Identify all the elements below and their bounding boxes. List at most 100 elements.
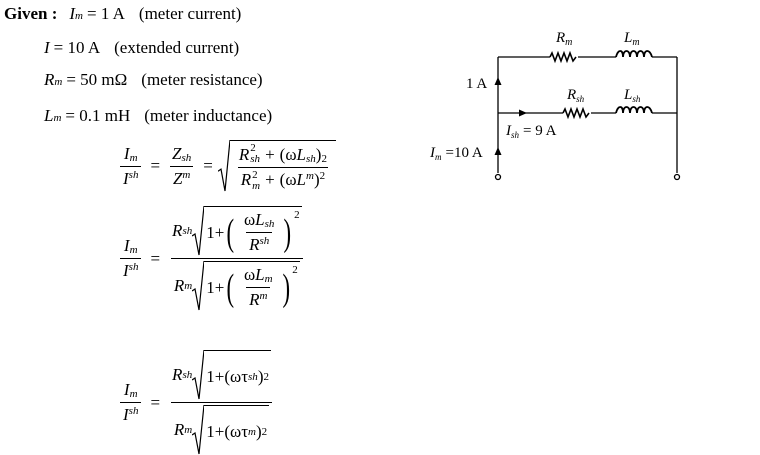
symbol: I: [123, 143, 130, 163]
plus: +: [265, 170, 275, 189]
paren: (: [226, 266, 235, 309]
exponent: 2: [321, 153, 327, 165]
given-line-2: I = 10 A (extended current): [44, 38, 239, 58]
subscript: m: [184, 424, 193, 436]
exponent: 2: [319, 170, 326, 182]
symbol: I: [123, 380, 130, 399]
label-total-current: Im=10 A: [429, 145, 483, 162]
subscript: sh: [264, 218, 275, 230]
symbol: Z: [172, 168, 183, 188]
symbol: I: [123, 405, 129, 424]
exponent: 2: [294, 209, 300, 221]
symbol: Z: [172, 143, 182, 163]
label-rm: Rm: [555, 30, 572, 48]
symbol: I: [69, 4, 76, 23]
subscript: m: [259, 290, 268, 302]
symbol: L: [255, 210, 265, 229]
note: (extended current): [114, 38, 240, 57]
subscript: m: [184, 280, 193, 292]
subscript: sh: [182, 369, 193, 381]
label-meter-current: 1 A: [466, 76, 487, 92]
arrow-right-icon: [519, 109, 527, 117]
inductor-lsh: [615, 106, 653, 114]
omega: ω: [229, 421, 242, 441]
value: = 10 A: [53, 38, 101, 57]
tau: τ: [241, 421, 249, 441]
omega: ω: [229, 366, 242, 386]
subscript: m: [248, 425, 256, 438]
radical-icon: [217, 140, 230, 192]
equals: =: [150, 156, 161, 175]
label-lsh: Lsh: [623, 87, 641, 104]
value: = 0.1 mH: [65, 106, 131, 125]
radical-icon: [192, 350, 205, 400]
label-rsh: Rsh: [566, 87, 585, 104]
symbol: L: [296, 170, 306, 189]
equals: =: [203, 156, 213, 175]
subscript: sh: [128, 168, 139, 181]
symbol: R: [240, 170, 252, 189]
exponent: 2: [292, 264, 298, 276]
paren: (: [224, 366, 230, 386]
omega: ω: [243, 210, 256, 229]
one-plus: 1+: [206, 366, 225, 386]
subscript: sh: [181, 151, 192, 164]
symbol: I: [123, 236, 130, 255]
radical-icon: [192, 261, 205, 311]
exponent: 2: [261, 425, 268, 438]
circuit-diagram: Rm Lm Rsh Lsh 1 A Ish= 9 A Im=10 A: [429, 30, 681, 181]
subscript: m: [129, 151, 138, 164]
symbol: I: [123, 261, 129, 280]
symbol: I: [44, 38, 50, 57]
tau: τ: [241, 366, 249, 386]
paren: (: [279, 170, 286, 189]
symbol: R: [173, 420, 185, 439]
symbol: L: [296, 145, 306, 164]
note: (meter current): [138, 4, 242, 23]
subscript: sh: [182, 225, 193, 237]
symbol: I: [123, 168, 129, 188]
label-shunt-current: Ish= 9 A: [505, 123, 557, 140]
resistor-rsh: [562, 106, 590, 120]
paren: ): [315, 145, 322, 164]
subscript: m: [129, 244, 138, 256]
note: (meter inductance): [144, 106, 273, 125]
symbol: R: [172, 221, 183, 240]
subscript: sh: [250, 153, 261, 165]
exponent: 2: [252, 169, 258, 181]
one-plus: 1+: [206, 222, 225, 242]
symbol: L: [255, 265, 265, 284]
resistor-rm: [549, 50, 577, 64]
arrow-up-icon: [494, 147, 502, 155]
note: (meter resistance): [141, 70, 263, 89]
paren: ): [257, 366, 264, 386]
paren: ): [313, 170, 320, 189]
subscript: m: [129, 388, 138, 400]
terminal-right: [673, 173, 681, 181]
inductor-lm: [615, 50, 653, 58]
given-label: Given :: [4, 4, 58, 23]
exponent: 2: [263, 370, 269, 383]
exponent: 2: [250, 142, 256, 154]
value: = 1 A: [86, 4, 125, 23]
paren: (: [279, 145, 286, 164]
symbol: L: [44, 106, 54, 125]
paren: ): [282, 266, 290, 309]
subscript: sh: [306, 153, 316, 165]
equals: =: [150, 392, 161, 412]
symbol: R: [249, 290, 260, 309]
